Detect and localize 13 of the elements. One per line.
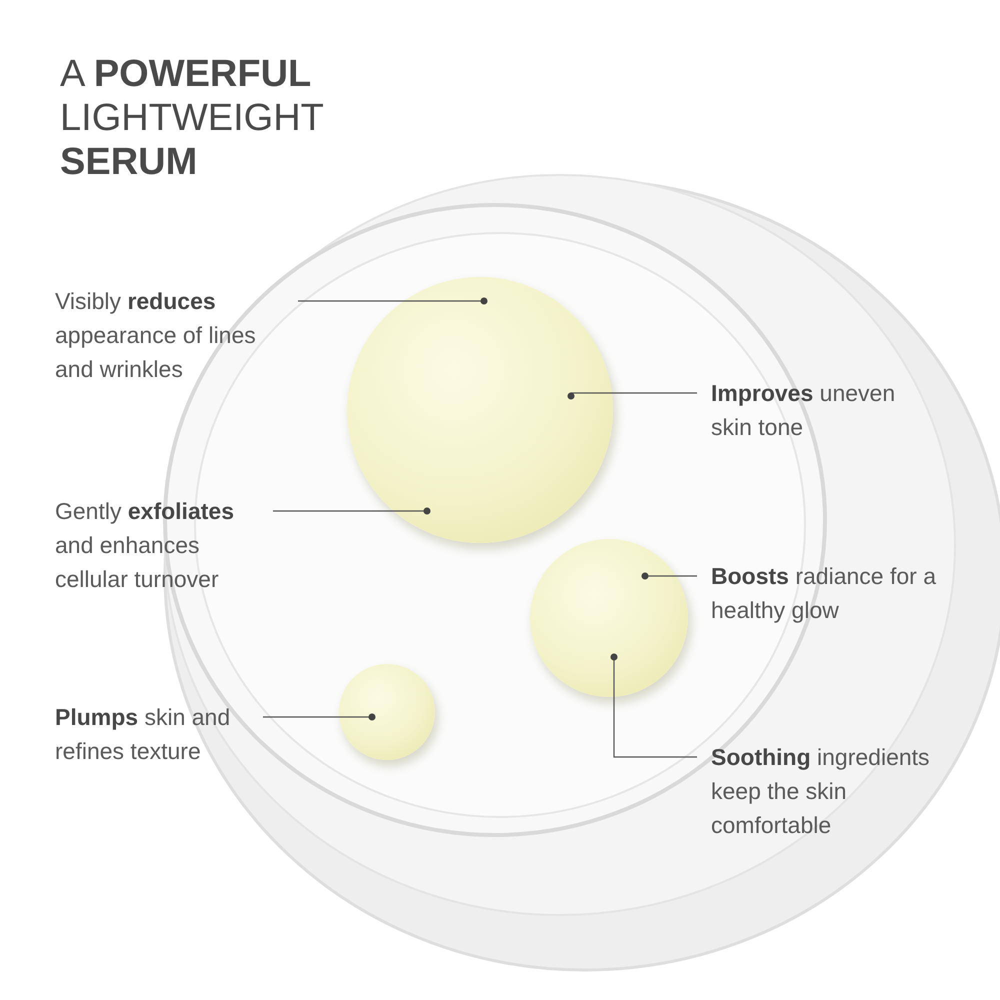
leader-line <box>298 298 488 304</box>
leader-line <box>273 508 430 514</box>
leader-line <box>568 392 697 400</box>
title: A POWERFUL LIGHTWEIGHT SERUM <box>60 52 324 184</box>
callout-text: Soothing ingredients keep the skin comfortable <box>711 740 961 842</box>
callout-text: Boosts radiance for a healthy glow <box>711 559 936 627</box>
leader-line <box>642 572 697 580</box>
leader-line <box>610 654 697 758</box>
leader-line <box>263 714 376 720</box>
callout-text: Improves uneven skin tone <box>711 376 926 444</box>
callout-text: Gently exfoliates and enhances cellular turnover <box>55 494 265 596</box>
callout-text: Plumps skin and refines texture <box>55 700 255 768</box>
callout-text: Visibly reduces appearance of lines and wrinkles <box>55 284 290 386</box>
